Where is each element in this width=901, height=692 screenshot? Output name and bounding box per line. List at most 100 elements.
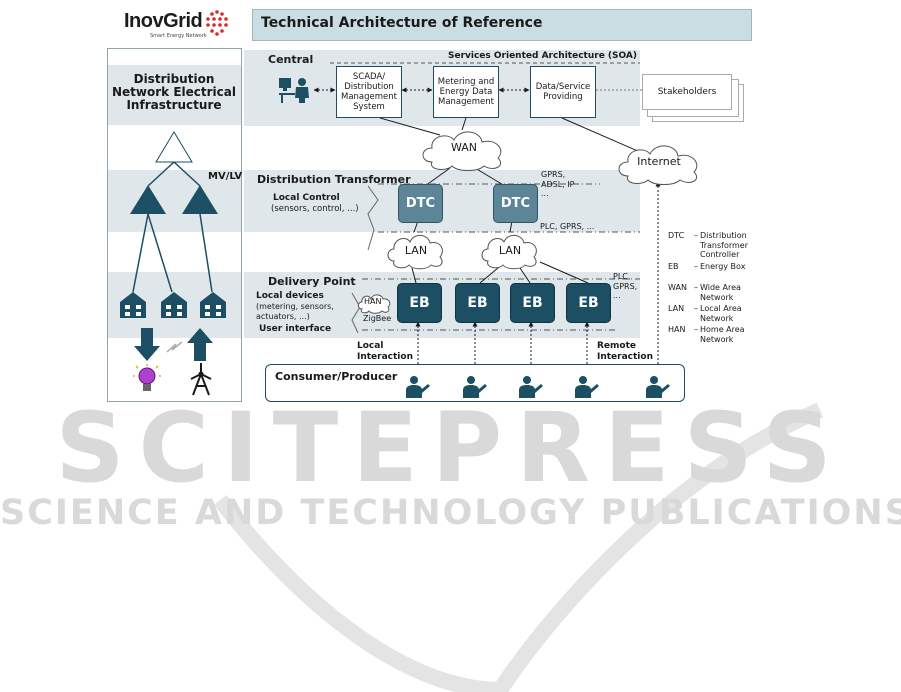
plc-line: ...: [613, 291, 621, 300]
user-interface-label: User interface: [259, 324, 332, 334]
han-cloud: [357, 294, 391, 314]
consumer-person-icon: [406, 376, 430, 398]
data-service-line: Providing: [543, 92, 583, 102]
legend-line: Network: [700, 334, 734, 344]
zigbee-label: ZigBee: [363, 314, 392, 323]
title-bar: [252, 9, 752, 41]
scada-line: Distribution: [344, 82, 394, 92]
arrow-down-icon: [134, 328, 160, 361]
house-icon: [161, 292, 187, 318]
eb-node: EB: [510, 283, 555, 323]
lan-label: LAN: [498, 244, 522, 257]
diagram-title: Technical Architecture of Reference: [261, 15, 543, 31]
stakeholders-label: Stakeholders: [657, 87, 717, 97]
legend-desc: Energy Box: [700, 262, 745, 272]
transformer-label: Distribution Transformer: [257, 173, 411, 186]
house-icon: [200, 292, 226, 318]
consumer-person-icon: [575, 376, 599, 398]
gprs-line: ...: [541, 189, 549, 198]
legend-abbr: DTC: [668, 231, 685, 240]
scada-line: System: [353, 102, 385, 112]
infrastructure-title: Distribution Network Electrical Infrastr…: [110, 73, 238, 112]
mv-lv-label: MV/LV: [208, 171, 243, 182]
eb-label: EB: [409, 295, 430, 311]
local-control-label: Local Control: [273, 193, 340, 203]
brand-tagline: Smart Energy Network: [150, 33, 207, 39]
dtc-label: DTC: [500, 196, 531, 211]
eb-node: EB: [397, 283, 442, 323]
soa-label: Services Oriented Architecture (SOA): [448, 51, 638, 61]
legend: DTC– Distribution Transformer Controller…: [668, 231, 748, 344]
eb-label: EB: [522, 295, 543, 311]
legend-item-eb: EB– Energy Box: [668, 261, 746, 272]
legend-desc: Distribution Transformer Controller: [700, 231, 748, 260]
data-service-line: Data/Service: [535, 82, 591, 92]
legend-line: Network: [700, 292, 734, 302]
metering-line: Energy Data: [439, 87, 493, 97]
legend-line: Network: [700, 313, 734, 323]
legend-desc: Local Area Network: [700, 304, 742, 323]
legend-desc: Home Area Network: [700, 325, 745, 344]
lan-label: LAN: [404, 244, 428, 257]
plc-line: GPRS,: [613, 281, 638, 291]
legend-line: Transformer: [700, 240, 749, 250]
legend-desc: Wide Area Network: [700, 283, 741, 302]
local-devices-label: Local devices: [256, 291, 324, 301]
metering-box: Metering and Energy Data Management: [433, 66, 499, 118]
legend-line: Distribution: [700, 231, 747, 240]
watermark-main: SCITEPRESS: [55, 392, 846, 504]
consumer-box: [265, 364, 685, 402]
operator-workstation-icon: [279, 78, 309, 103]
lan-cloud: [387, 234, 443, 270]
plc-gprs-delivery-label: PLC, GPRS, ...: [613, 272, 637, 301]
gprs-line: GPRS,: [541, 170, 566, 179]
eb-label: EB: [578, 295, 599, 311]
local-interaction-line: Local: [357, 341, 384, 351]
house-icon: [120, 292, 146, 318]
brand-logo-text: InovGrid: [124, 10, 203, 32]
internet-label: Internet: [637, 155, 681, 168]
plc-gprs-label: PLC, GPRS, ...: [540, 222, 595, 231]
consumer-person-icon: [646, 376, 670, 398]
watermark-sub: SCIENCE AND TECHNOLOGY PUBLICATIONS: [0, 493, 901, 533]
remote-interaction-line: Interaction: [597, 352, 653, 362]
scada-line: SCADA/: [352, 72, 386, 82]
wan-cloud: [422, 131, 502, 171]
consumer-label: Consumer/Producer: [275, 370, 398, 383]
legend-abbr: WAN: [668, 283, 687, 292]
legend-line: Energy Box: [700, 261, 746, 271]
central-label: Central: [268, 53, 314, 66]
scada-box: SCADA/ Distribution Management System: [336, 66, 402, 118]
gprs-adsl-label: GPRS, ADSL, IP ...: [541, 170, 574, 199]
infrastructure-title-line: Network Electrical: [112, 85, 236, 99]
metering-line: Metering and: [437, 77, 495, 87]
eb-node: EB: [455, 283, 500, 323]
delivery-point-label: Delivery Point: [268, 275, 356, 288]
wind-turbine-icon: [190, 363, 212, 396]
infrastructure-title-line: Infrastructure: [126, 98, 222, 112]
local-devices-line: (metering, sensors,: [256, 302, 334, 311]
eb-node: EB: [566, 283, 611, 323]
legend-line: Local Area: [700, 304, 742, 313]
data-service-box: Data/Service Providing: [530, 66, 596, 118]
brand-globe-icon: [206, 10, 228, 36]
consumer-person-icon: [519, 376, 543, 398]
local-devices-line: actuators, ...): [256, 311, 310, 321]
infrastructure-title-line: Distribution: [133, 72, 215, 86]
dtc-node: DTC: [493, 184, 538, 223]
remote-interaction-label: Remote Interaction: [597, 341, 653, 363]
left-band-central: [108, 65, 241, 125]
local-interaction-line: Interaction: [357, 352, 413, 362]
lan-cloud: [481, 234, 537, 270]
eb-label: EB: [467, 295, 488, 311]
scada-line: Management: [341, 92, 397, 102]
legend-line: Controller: [700, 250, 740, 259]
local-devices-sub: (metering, sensors, actuators, ...): [256, 302, 334, 321]
legend-item-wan: WAN– Wide Area Network: [668, 283, 741, 302]
stakeholders-box: Stakeholders: [642, 74, 732, 110]
light-bulb-icon: [133, 364, 161, 391]
consumer-person-icon: [463, 376, 487, 398]
